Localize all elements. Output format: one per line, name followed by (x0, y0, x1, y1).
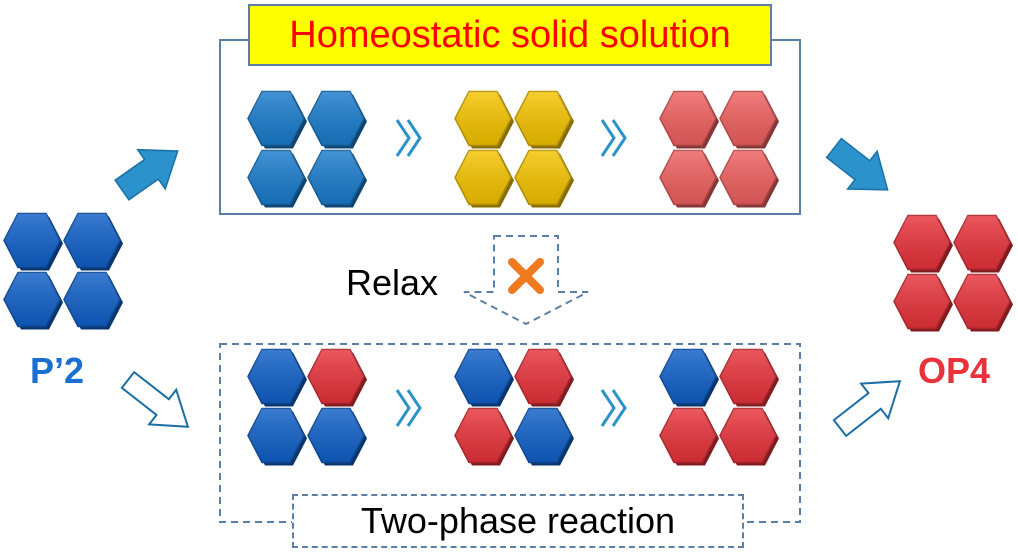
hexagon-highlight (720, 349, 776, 404)
hexagon-highlight (308, 349, 364, 404)
double-chevron-right-icon (395, 389, 422, 427)
hexagon-highlight (455, 150, 511, 205)
hexagon-highlight (515, 349, 571, 404)
hexagon-highlight (660, 150, 716, 205)
hexagon-highlight (248, 349, 304, 404)
end-phase-cluster (893, 214, 1013, 332)
hexagon-highlight (455, 91, 511, 146)
double-chevron-right-icon (395, 119, 422, 157)
solid-arrow-icon (825, 137, 889, 191)
hexagon-highlight (660, 349, 716, 404)
double-chevron-right-icon (600, 119, 627, 157)
outline-arrow-icon (120, 370, 190, 428)
hexagon-highlight (515, 91, 571, 146)
solid-solution-cluster-1 (247, 90, 367, 208)
hexagon-highlight (720, 408, 776, 463)
hexagon-highlight (248, 408, 304, 463)
hexagon-highlight (894, 215, 950, 270)
hexagon-highlight (308, 150, 364, 205)
hexagon-highlight (248, 150, 304, 205)
hexagon-highlight (4, 213, 60, 268)
hexagon-highlight (455, 349, 511, 404)
start-phase-label: P’2 (30, 350, 85, 391)
hexagon-highlight (954, 215, 1010, 270)
hexagon-highlight (954, 274, 1010, 329)
hexagon-highlight (308, 408, 364, 463)
outline-arrow-icon (832, 380, 902, 438)
hexagon-highlight (720, 91, 776, 146)
cross-icon (508, 258, 544, 294)
double-chevron-right-icon (600, 389, 627, 427)
solid-solution-title: Homeostatic solid solution (248, 4, 772, 66)
solid-solution-cluster-2 (454, 90, 574, 208)
relax-label: Relax (346, 262, 439, 303)
two-phase-title: Two-phase reaction (292, 494, 744, 548)
hexagon-highlight (455, 408, 511, 463)
hexagon-highlight (308, 91, 364, 146)
hexagon-highlight (894, 274, 950, 329)
two-phase-cluster-2 (454, 348, 574, 466)
end-phase-label: OP4 (918, 350, 991, 391)
solid-arrow-icon (114, 148, 179, 201)
hexagon-highlight (660, 408, 716, 463)
start-phase-cluster (3, 212, 123, 330)
hexagon-highlight (515, 150, 571, 205)
solid-solution-cluster-3 (659, 90, 779, 208)
hexagon-highlight (4, 272, 60, 327)
hexagon-highlight (660, 91, 716, 146)
hexagon-highlight (720, 150, 776, 205)
two-phase-cluster-1 (247, 348, 367, 466)
hexagon-highlight (248, 91, 304, 146)
hexagon-highlight (64, 272, 120, 327)
hexagon-highlight (64, 213, 120, 268)
two-phase-cluster-3 (659, 348, 779, 466)
hexagon-highlight (515, 408, 571, 463)
